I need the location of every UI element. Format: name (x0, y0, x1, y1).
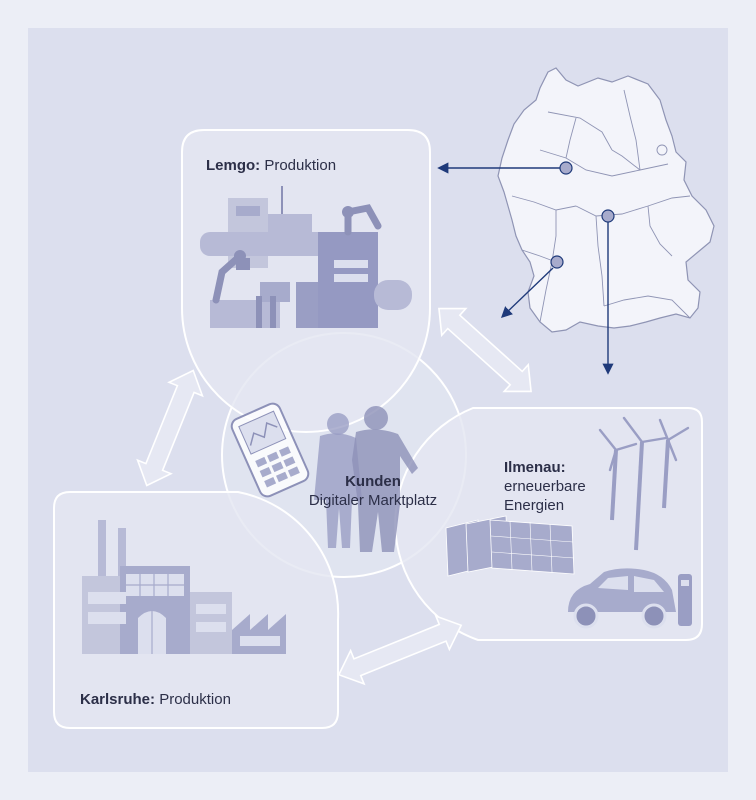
renewable-energy-illustration (445, 416, 692, 629)
person-woman (314, 413, 362, 548)
center-label: Kunden Digitaler Marktplatz (283, 472, 463, 510)
ilmenau-label: Ilmenau: erneuerbare Energien (504, 458, 586, 515)
karlsruhe-city: Karlsruhe: (80, 691, 156, 708)
karlsruhe-marker (550, 255, 564, 269)
lemgo-role: Produktion (264, 157, 337, 174)
solar-panels (445, 515, 575, 577)
center-title: Kunden (345, 473, 401, 490)
karlsruhe-label: Karlsruhe: Produktion (80, 690, 231, 709)
ilmenau-marker (601, 209, 615, 223)
person-man (352, 406, 418, 552)
lemgo-city: Lemgo: (206, 157, 261, 174)
arrow-lemgo-ilmenau (438, 307, 532, 393)
germany-map (497, 67, 715, 333)
electric-car (568, 568, 676, 629)
factory-illustration (82, 520, 286, 654)
karlsruhe-role: Produktion (159, 691, 231, 708)
ilmenau-city: Ilmenau: (504, 459, 566, 476)
state-borders (511, 89, 691, 323)
center-subtitle: Digitaler Marktplatz (308, 492, 438, 509)
solar-grid (490, 520, 575, 573)
karlsruhe-pointer-arrow (500, 267, 554, 318)
lemgo-marker (559, 161, 573, 175)
arrow-karlsruhe-ilmenau (337, 614, 463, 686)
customers-illustration (230, 402, 418, 552)
double-arrows (136, 307, 532, 686)
ilmenau-line2: Energien (504, 497, 565, 514)
smartphone-icon (230, 402, 310, 498)
production-machinery-illustration (200, 186, 412, 328)
lemgo-label: Lemgo: Produktion (206, 156, 336, 175)
charging-station (678, 574, 692, 626)
ilmenau-line1: erneuerbare (504, 478, 586, 495)
arrow-lemgo-karlsruhe (136, 369, 204, 487)
